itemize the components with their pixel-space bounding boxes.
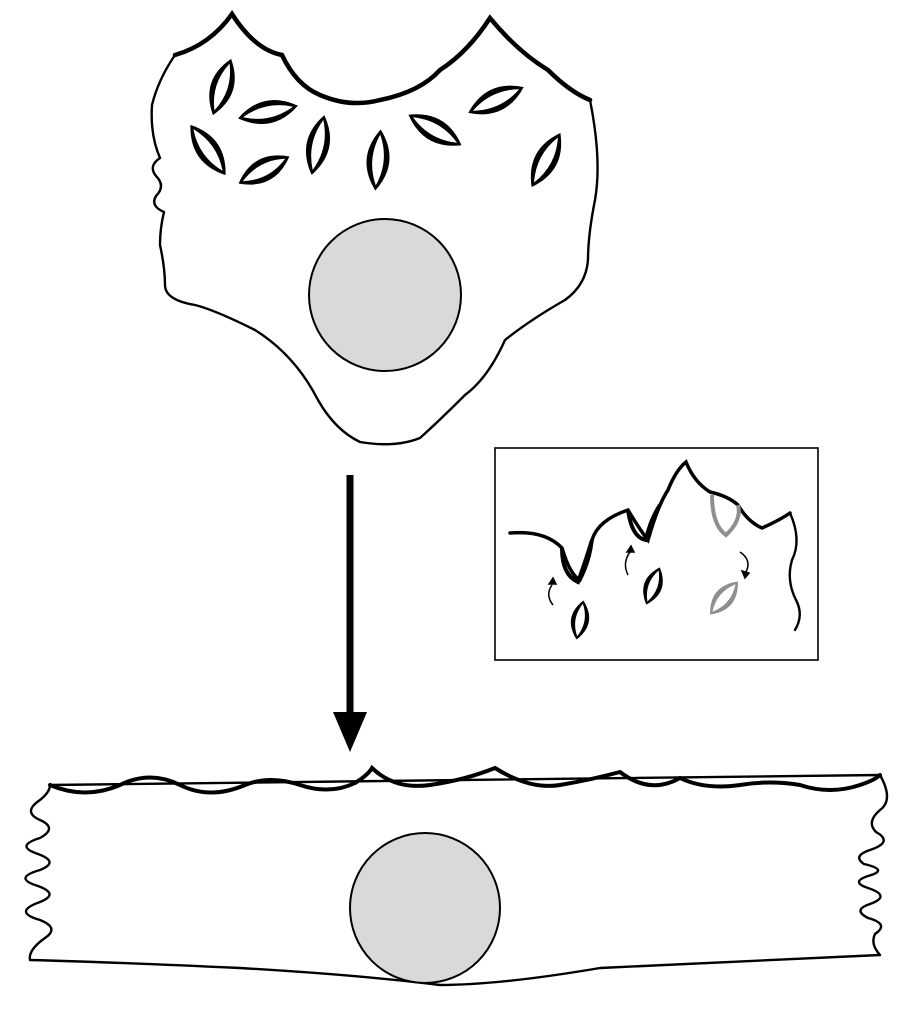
top-cell [152,14,598,444]
bottom-cell [25,768,887,985]
inset-box [495,448,818,660]
top-cell-nucleus [309,219,461,371]
bottom-cell-nucleus [350,833,500,983]
down-arrow [333,475,367,752]
inset-frame [495,448,818,660]
